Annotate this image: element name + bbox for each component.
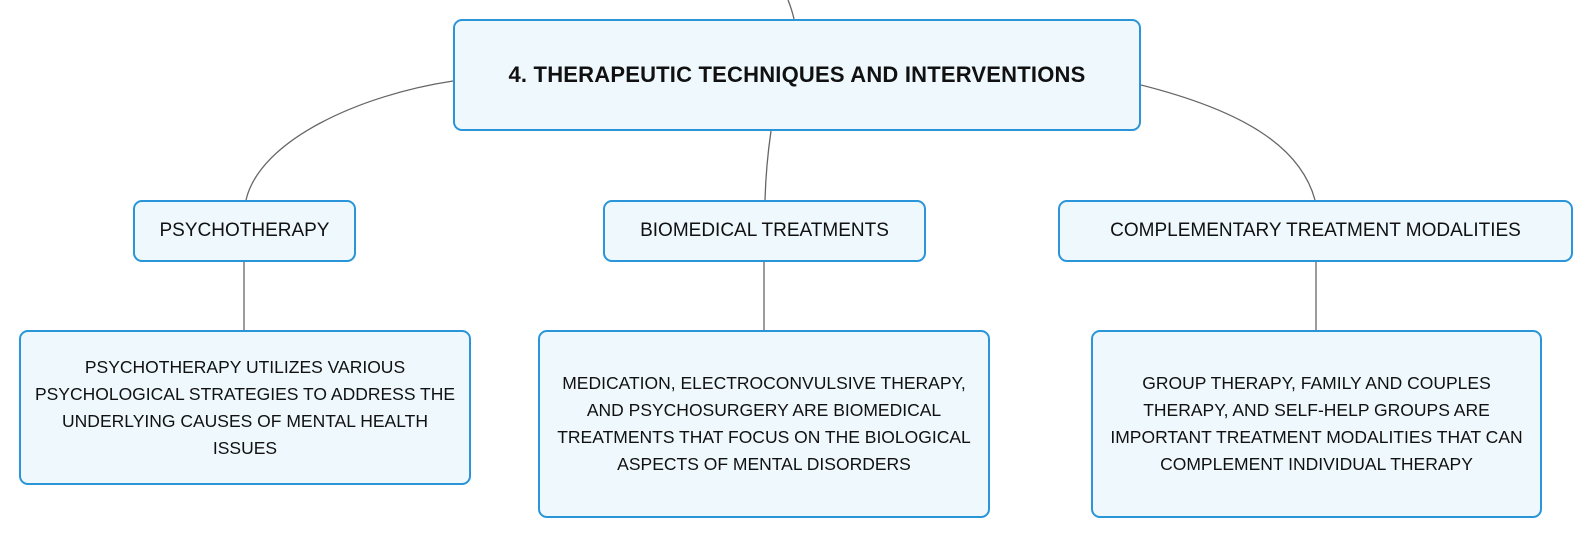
branch-node-complementary-treatment-modalities[interactable]: COMPLEMENTARY TREATMENT MODALITIES bbox=[1058, 200, 1573, 262]
detail-node-text: PSYCHOTHERAPY UTILIZES VARIOUS PSYCHOLOG… bbox=[34, 356, 456, 458]
connector-root-to-complementary bbox=[1140, 84, 1316, 201]
branch-node-label: PSYCHOTHERAPY bbox=[159, 220, 330, 241]
connector-root-to-psychotherapy bbox=[245, 80, 454, 201]
connector-parent-to-root bbox=[787, 0, 795, 20]
branch-node-label: COMPLEMENTARY TREATMENT MODALITIES bbox=[1110, 220, 1521, 241]
branch-node-psychotherapy[interactable]: PSYCHOTHERAPY bbox=[133, 200, 356, 262]
detail-node-biomedical-treatments[interactable]: MEDICATION, ELECTROCONVULSIVE THERAPY, A… bbox=[538, 330, 990, 518]
connector-root-to-biomedical bbox=[764, 130, 772, 201]
detail-node-complementary-treatment-modalities[interactable]: GROUP THERAPY, FAMILY AND COUPLES THERAP… bbox=[1091, 330, 1542, 518]
root-node-label: 4. THERAPEUTIC TECHNIQUES AND INTERVENTI… bbox=[508, 62, 1086, 87]
branch-node-label: BIOMEDICAL TREATMENTS bbox=[640, 220, 889, 241]
detail-node-text: GROUP THERAPY, FAMILY AND COUPLES THERAP… bbox=[1110, 373, 1523, 474]
detail-node-psychotherapy[interactable]: PSYCHOTHERAPY UTILIZES VARIOUS PSYCHOLOG… bbox=[19, 330, 471, 485]
detail-node-text: MEDICATION, ELECTROCONVULSIVE THERAPY, A… bbox=[557, 373, 971, 474]
branch-node-biomedical-treatments[interactable]: BIOMEDICAL TREATMENTS bbox=[603, 200, 926, 262]
root-node[interactable]: 4. THERAPEUTIC TECHNIQUES AND INTERVENTI… bbox=[453, 19, 1141, 131]
